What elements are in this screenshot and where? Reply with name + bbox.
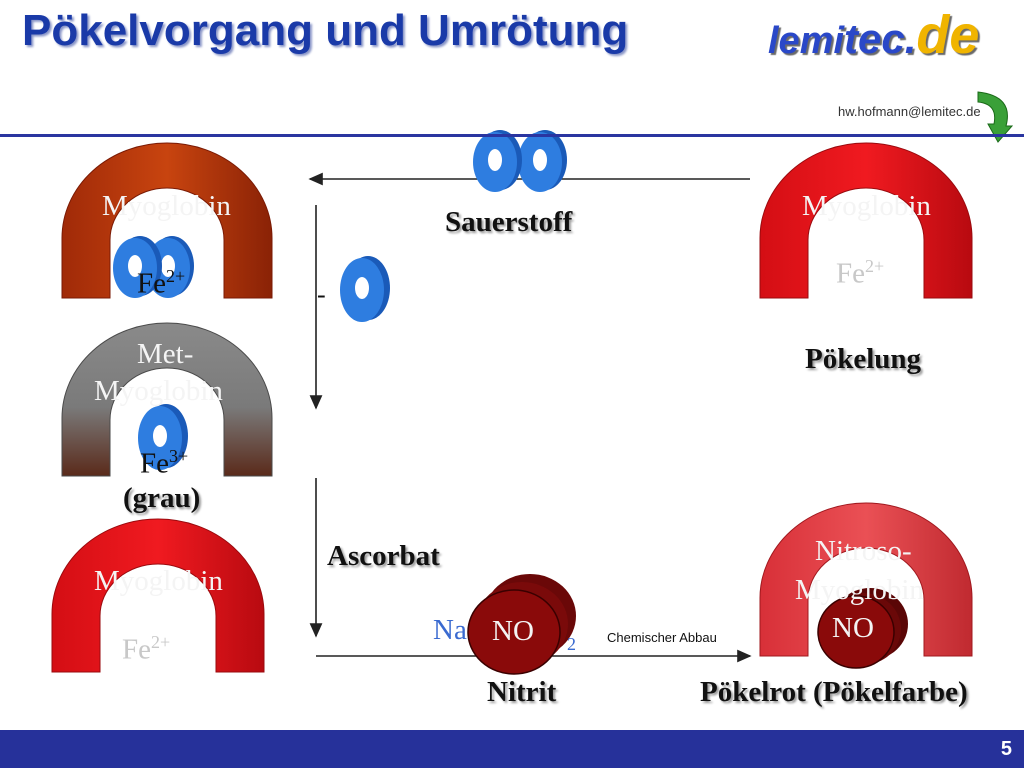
page-number: 5 [1000,738,1012,760]
nitrit-label: Nitrit [487,676,557,708]
no-label-nitroso: NO [832,612,874,644]
lemitec-logo: lemitec.de [768,5,980,65]
poekelrot-label: Pökelrot (Pökelfarbe) [700,676,968,708]
no-cylinder-icon [817,588,908,669]
met-myoglobin-label: Myoglobin [94,375,223,407]
nitroso-label: Nitroso- [815,535,912,567]
na-label: Na [433,614,467,646]
myoglobin-arch-brown [61,142,273,299]
footer-bar [0,730,1024,768]
sauerstoff-label: Sauerstoff [445,206,573,238]
bound-oxygen-icon [113,236,194,298]
nitrosomyoglobin-arch [759,502,973,657]
myoglobin-arch-red-bottom [51,518,265,673]
myoglobin-label-3: Myoglobin [94,565,223,597]
met-label: Met- [137,338,194,370]
recycle-arrow-icon [977,91,1014,143]
header-divider [0,134,1024,137]
minus-sign: - [317,280,326,309]
fe2-label-3: Fe2+ [122,632,171,666]
chemischer-abbau-label: Chemischer Abbau [607,630,717,645]
oxygen-atom-icon [340,256,390,322]
metmyoglobin-arch-gray [61,322,273,477]
fe2-label-1: Fe2+ [137,266,186,300]
fe3-label: Fe3+ [140,446,189,480]
myoglobin-label-1: Myoglobin [102,190,231,222]
nitroso-myoglobin-label: Myoglobin [795,574,924,606]
poekelung-label: Pökelung [805,343,922,375]
no-label-nitrite: NO [492,615,534,647]
oxygen-molecule-icon [473,130,567,192]
page-title: Pökelvorgang und Umrötung [22,6,629,55]
nitrite-cylinder-icon [467,574,576,675]
grau-label: (grau) [123,482,201,514]
myoglobin-label-2: Myoglobin [802,190,931,222]
met-bound-oxygen-icon [138,404,188,470]
ascorbat-label: Ascorbat [327,540,440,572]
fe2-label-2: Fe2+ [836,256,885,290]
subscript-two: 2 [567,634,576,654]
myoglobin-arch-red-top [759,142,973,299]
email-address: hw.hofmann@lemitec.de [838,104,981,119]
